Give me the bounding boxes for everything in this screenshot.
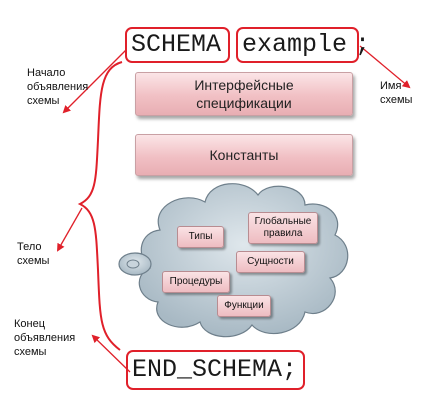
body-label: Тело схемы xyxy=(17,241,50,267)
schema-name-box xyxy=(236,27,359,63)
schema-name: example xyxy=(242,30,348,59)
schema-keyword: SCHEMA xyxy=(131,30,222,59)
schema-semicolon: ; xyxy=(355,30,371,59)
end-decl-arrow xyxy=(91,334,131,373)
procedures-chip: Процедуры xyxy=(162,271,230,293)
start-decl-label: Начало объявления схемы xyxy=(27,67,89,107)
body-brace xyxy=(77,61,123,351)
entities-chip: Сущности xyxy=(236,251,305,273)
end-schema-semicolon: ; xyxy=(282,355,298,384)
end-decl-label: Конец объявления схемы xyxy=(14,318,76,358)
start-decl-arrow xyxy=(62,49,127,114)
types-chip: Типы xyxy=(177,226,224,248)
schema-name-arrow xyxy=(359,45,411,89)
body-arrow xyxy=(57,207,83,252)
functions-chip: Функции xyxy=(217,295,271,317)
constants-block: Константы xyxy=(135,134,353,176)
end-schema-keyword: END_SCHEMA xyxy=(132,355,283,384)
schema-name-label: Имя схемы xyxy=(380,80,413,106)
schema-keyword-box xyxy=(125,27,230,63)
interface-specs-block: Интерфейсные спецификации xyxy=(135,72,353,116)
end-schema-box xyxy=(126,350,305,390)
